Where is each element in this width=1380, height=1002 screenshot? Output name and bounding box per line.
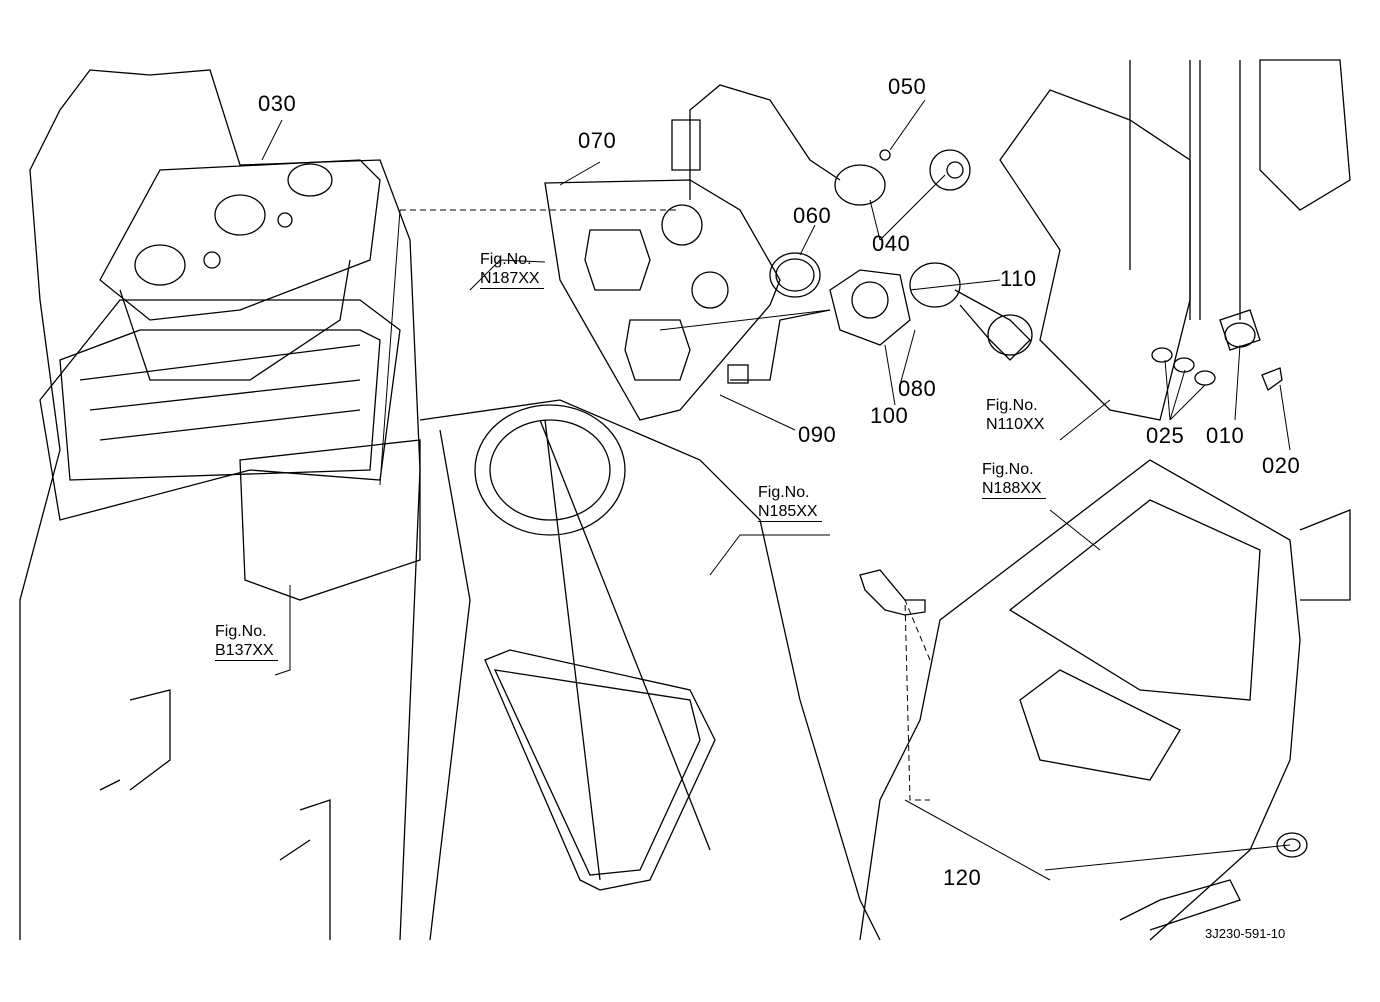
- part-label-040[interactable]: 040: [872, 231, 911, 256]
- left-console-outline: [19, 69, 421, 941]
- part-label-120[interactable]: 120: [943, 865, 982, 890]
- center-console-outline: [419, 399, 881, 941]
- figure-ref-n185xx[interactable]: Fig.No. N185XX: [758, 483, 822, 522]
- part-label-020[interactable]: 020: [1262, 453, 1301, 478]
- right-frame-outline: [999, 59, 1351, 421]
- part-030-switch-panel: [99, 159, 381, 381]
- right-tray-outline: [859, 459, 1351, 941]
- figure-ref-n188xx[interactable]: Fig.No. N188XX: [982, 460, 1046, 499]
- part-070-panel: [544, 179, 781, 421]
- document-id: 3J230-591-10: [1205, 926, 1286, 941]
- figure-ref-b137xx[interactable]: Fig.No. B137XX: [215, 622, 278, 661]
- figure-ref-code: B137XX: [215, 641, 278, 661]
- part-label-060[interactable]: 060: [793, 203, 832, 228]
- figure-ref-code: N110XX: [986, 416, 1045, 433]
- figure-ref-prefix: Fig.No.: [758, 484, 810, 501]
- figure-ref-prefix: Fig.No.: [480, 251, 532, 268]
- part-110-cap: [909, 262, 1033, 361]
- part-label-010[interactable]: 010: [1206, 423, 1245, 448]
- part-120-socket: [859, 569, 1308, 858]
- figure-ref-code: N188XX: [982, 479, 1046, 499]
- figure-ref-prefix: Fig.No.: [986, 397, 1038, 414]
- figure-ref-n110xx[interactable]: Fig.No. N110XX: [986, 396, 1044, 434]
- figure-ref-code: N187XX: [480, 269, 544, 289]
- harness-040-050: [671, 84, 971, 206]
- part-060-grommet: [769, 252, 821, 298]
- part-label-090[interactable]: 080: [898, 376, 937, 401]
- leader-lines: [261, 99, 1291, 881]
- part-label-100[interactable]: 100: [870, 403, 909, 428]
- figure-ref-prefix: Fig.No.: [982, 461, 1034, 478]
- figure-ref-n187xx[interactable]: Fig.No. N187XX: [480, 250, 544, 289]
- figure-ref-prefix: Fig.No.: [215, 623, 267, 640]
- part-label-070[interactable]: 070: [578, 128, 617, 153]
- part-label-050[interactable]: 050: [888, 74, 927, 99]
- figure-ref-code: N185XX: [758, 502, 822, 522]
- part-090-socket: [727, 269, 911, 384]
- part-label-025[interactable]: 025: [1146, 423, 1185, 448]
- part-label-030[interactable]: 030: [258, 91, 297, 116]
- part-label-080[interactable]: 090: [798, 422, 837, 447]
- part-label-110[interactable]: 110: [1000, 266, 1037, 291]
